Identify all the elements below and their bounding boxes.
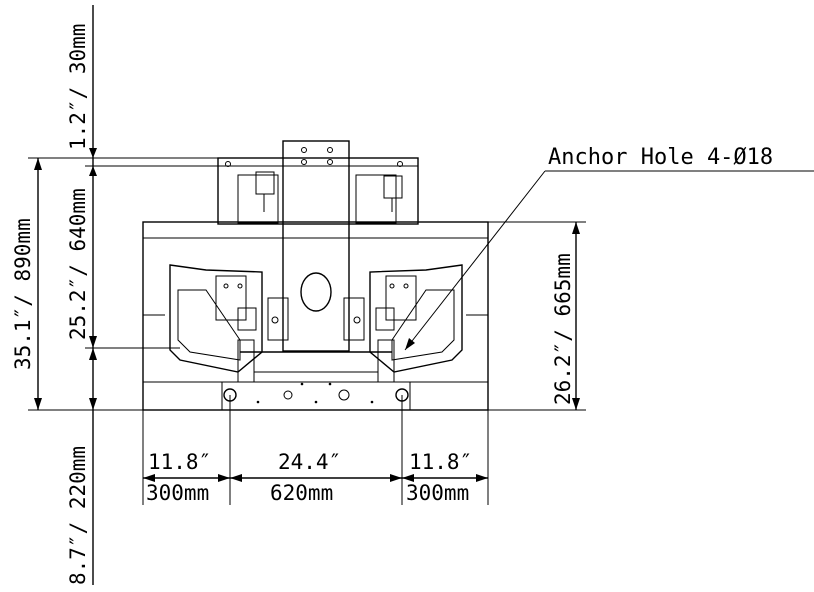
machine-outline [142, 140, 489, 411]
dim-left-top [85, 148, 230, 176]
dim-left-overall-label: 35.1″/ 890mm [11, 218, 35, 370]
dim-right-height-label: 26.2″/ 665mm [551, 253, 575, 405]
dim-bottom-left-in: 11.8″ [148, 450, 211, 474]
anchor-hole-left [223, 388, 237, 402]
dim-bottom-left-mm: 300mm [146, 481, 209, 505]
anchor-callout-leader [404, 170, 814, 351]
dim-right-height [488, 221, 586, 411]
dim-bottom-right-mm: 300mm [406, 481, 469, 505]
dim-bottom-right-in: 11.8″ [409, 450, 472, 474]
dim-left-top-label: 1.2″/ 30mm [66, 24, 90, 150]
dim-left-mid [85, 336, 180, 410]
dim-left-bottom-label: 8.7″/ 220mm [66, 446, 90, 585]
dim-left-mid-label: 25.2″/ 640mm [66, 188, 90, 340]
anchor-hole-label: Anchor Hole 4-Ø18 [548, 145, 773, 170]
dim-bottom-mid-in: 24.4″ [278, 450, 341, 474]
anchor-hole-right [395, 388, 409, 402]
dim-bottom [142, 395, 489, 505]
dim-bottom-mid-mm: 620mm [270, 481, 333, 505]
